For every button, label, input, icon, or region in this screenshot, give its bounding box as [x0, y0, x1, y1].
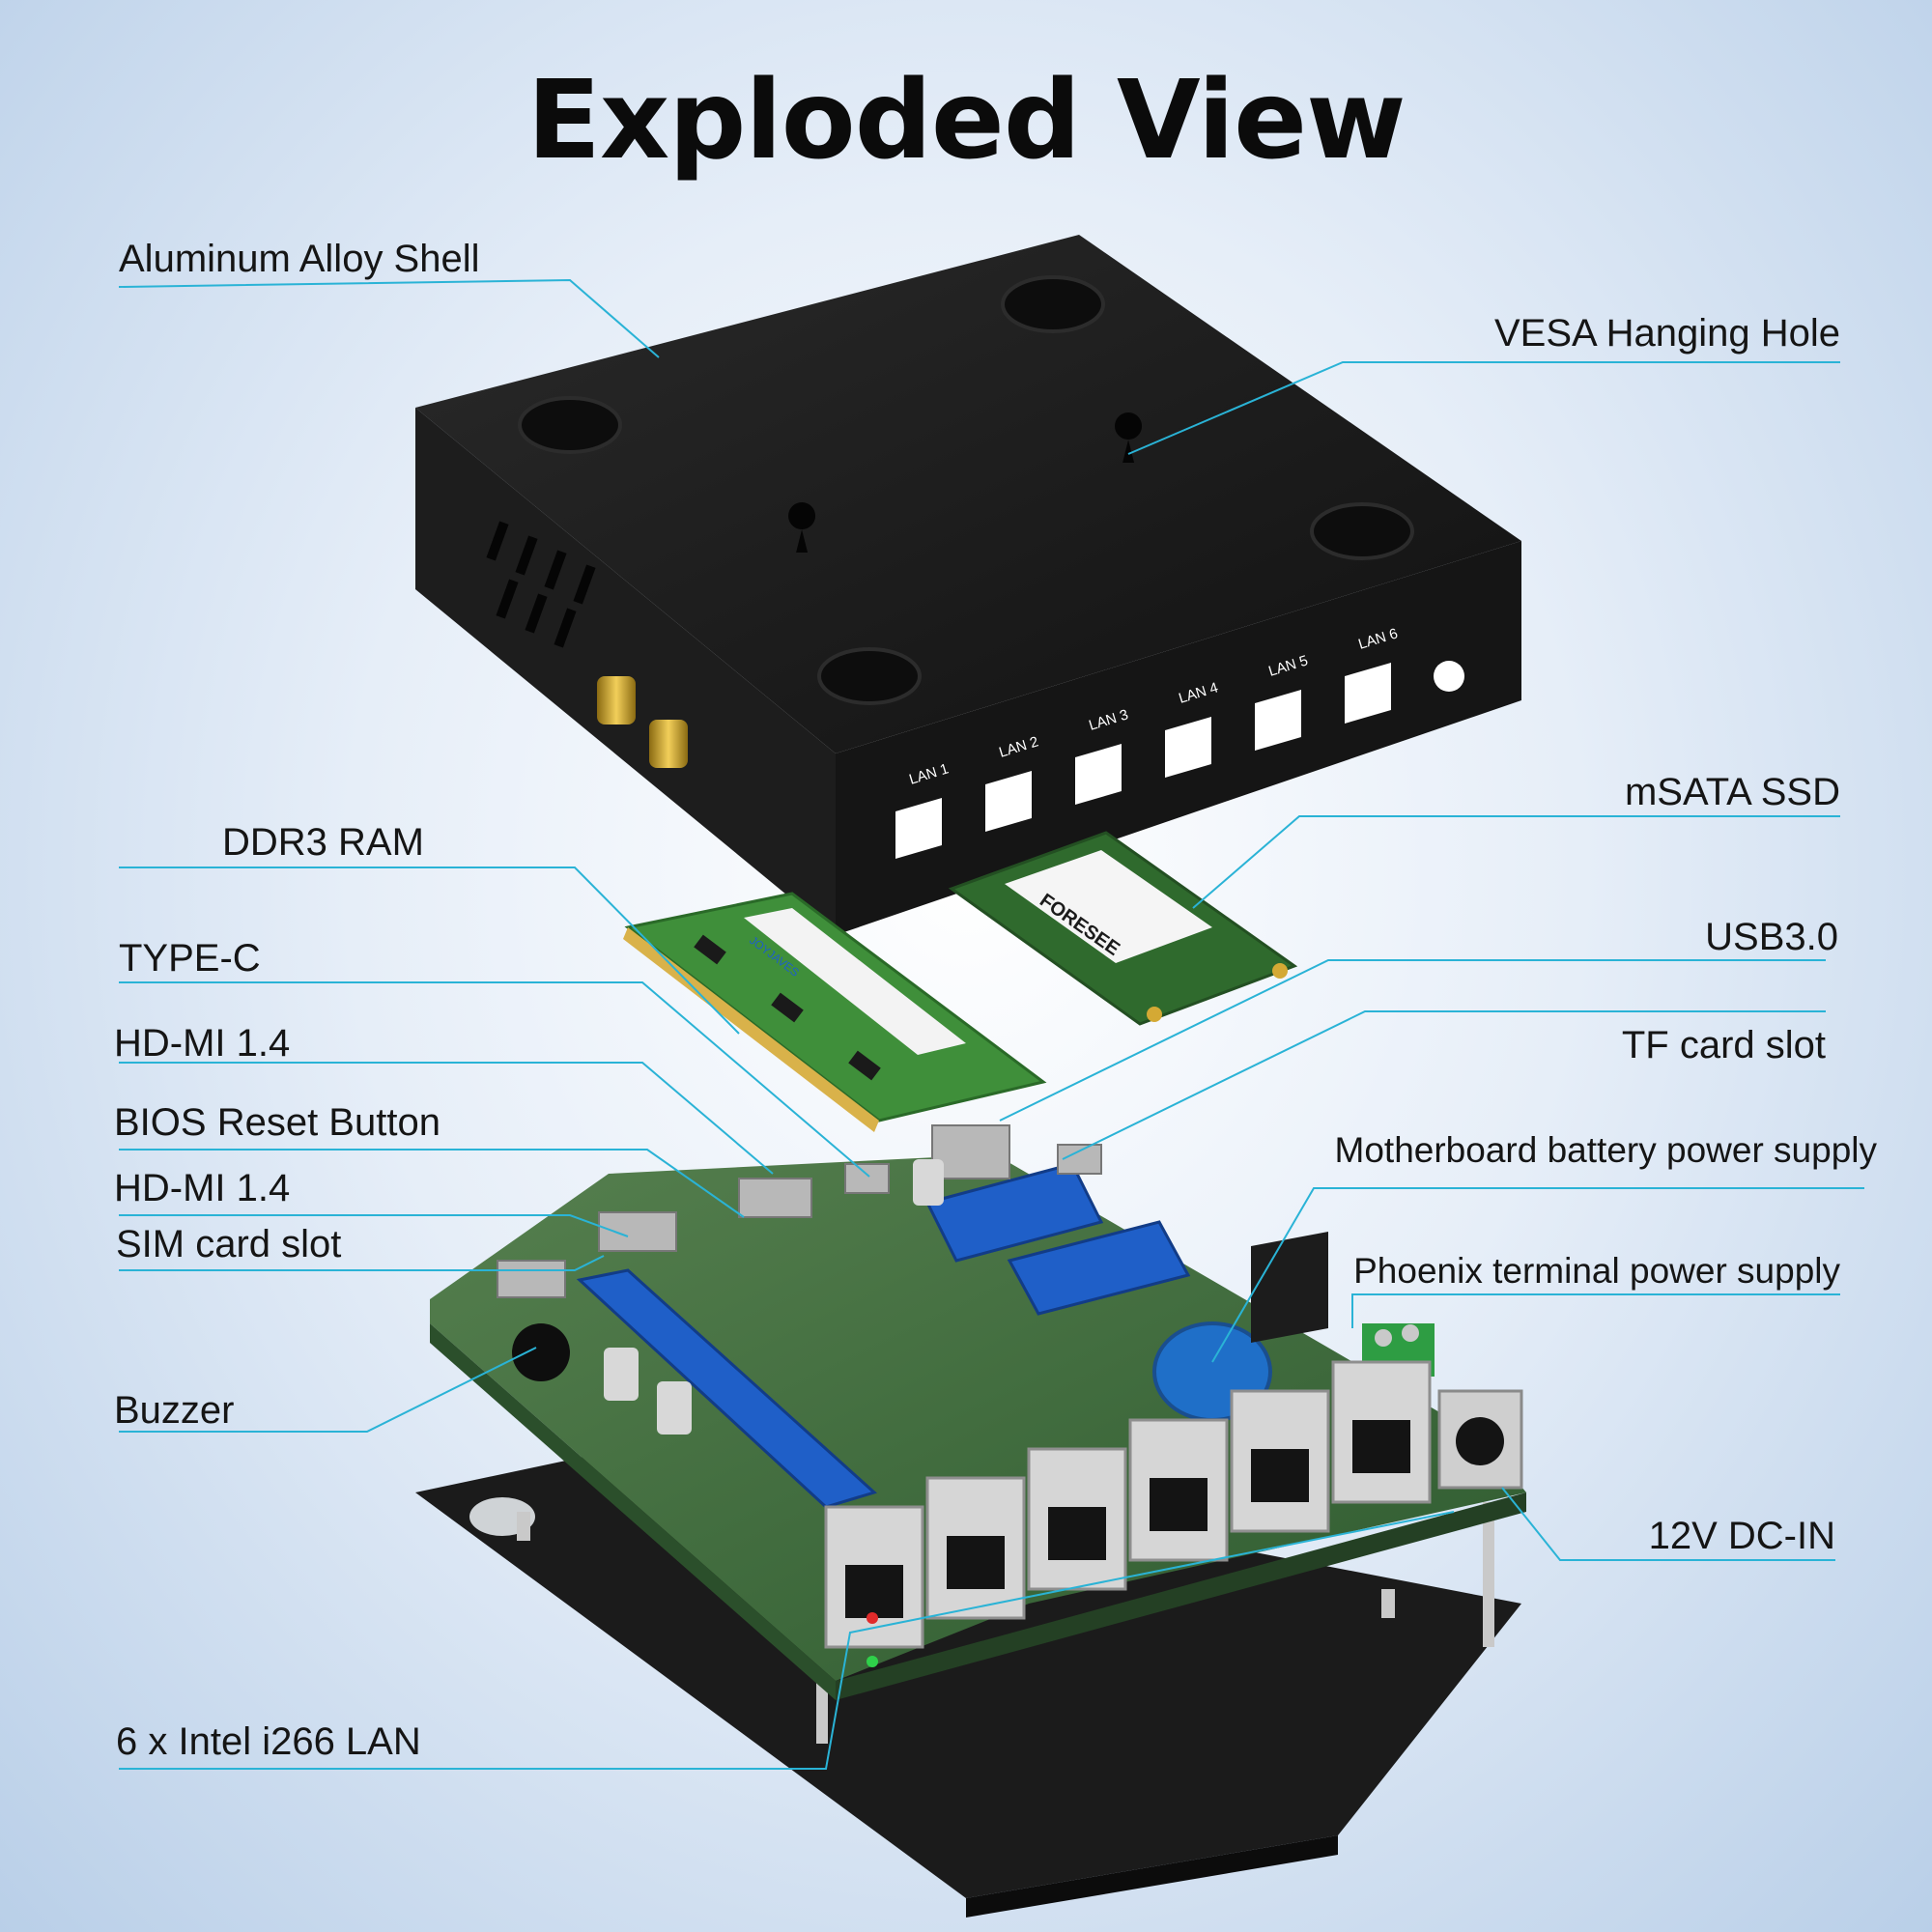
io-port-block [497, 1124, 1102, 1298]
rj45-socket [845, 1420, 1410, 1618]
label-phoenix-terminal: Phoenix terminal power supply [1353, 1251, 1840, 1291]
dc-in-jack [1437, 1389, 1523, 1490]
leader-usb3 [999, 959, 1826, 1122]
label-aluminum-shell: Aluminum Alloy Shell [119, 238, 480, 280]
ssd-label-sticker [1005, 850, 1212, 963]
buzzer [512, 1323, 570, 1381]
leader-dc-in [1501, 1487, 1835, 1561]
label-ddr3-ram: DDR3 RAM [222, 821, 424, 864]
msata-slot [576, 1268, 877, 1509]
shell-side-left [415, 408, 836, 935]
label-hdmi-1: HD-MI 1.4 [114, 1022, 291, 1065]
msata-ssd-module: FORESEE [948, 831, 1298, 1026]
ram-label-sticker [744, 908, 966, 1055]
dc-opening [1434, 661, 1464, 692]
leader-hdmi-2 [119, 1214, 629, 1237]
leader-sim [119, 1255, 605, 1271]
label-lan-ports: 6 x Intel i266 LAN [116, 1720, 421, 1763]
aluminum-shell: LAN 1 LAN 2 LAN 3 LAN 4 LAN 5 LAN 6 [415, 235, 1521, 935]
leader-vesa [1127, 361, 1840, 455]
leader-bios [119, 1149, 745, 1218]
label-hdmi-2: HD-MI 1.4 [114, 1167, 291, 1209]
pcie-slot [924, 1162, 1191, 1316]
leader-lines [118, 278, 1864, 1770]
status-led [867, 1612, 878, 1667]
label-dc-in: 12V DC-IN [1648, 1515, 1835, 1557]
label-battery-power: Motherboard battery power supply [1334, 1130, 1877, 1170]
leader-tf-card [1062, 1010, 1826, 1160]
label-msata-ssd: mSATA SSD [1624, 771, 1840, 813]
page-title: Exploded View [526, 58, 1406, 184]
vent-slots [486, 521, 596, 648]
leader-battery [1211, 1187, 1864, 1363]
capacitor [604, 1159, 944, 1435]
leader-ddr3 [119, 867, 740, 1035]
ddr3-ram-module: JOYJAVES [623, 892, 1047, 1132]
label-tf-card-slot: TF card slot [1621, 1024, 1826, 1066]
label-sim-card-slot: SIM card slot [116, 1223, 342, 1265]
leader-hdmi-1 [119, 1062, 774, 1175]
pcb [430, 1154, 1526, 1681]
standoff [517, 1502, 1494, 1744]
shell-top [415, 235, 1521, 753]
leader-type-c [119, 981, 870, 1178]
leader-msata [1192, 815, 1840, 909]
motherboard [430, 1124, 1526, 1700]
label-bios-reset: BIOS Reset Button [114, 1101, 440, 1144]
leader-phoenix [1351, 1293, 1840, 1328]
leader-lan [119, 1511, 1455, 1770]
leader-buzzer [119, 1347, 537, 1433]
leader-aluminum-shell [118, 278, 660, 358]
chassis-lan-openings [895, 663, 1391, 859]
label-usb3: USB3.0 [1705, 916, 1838, 958]
label-vesa-hole: VESA Hanging Hole [1493, 312, 1840, 355]
battery-power-connector [1251, 1232, 1328, 1343]
label-type-c: TYPE-C [119, 937, 261, 980]
antenna-connector [597, 676, 688, 768]
label-buzzer: Buzzer [114, 1389, 235, 1432]
vesa-hole [788, 412, 1143, 553]
rubber-foot [518, 275, 1414, 705]
